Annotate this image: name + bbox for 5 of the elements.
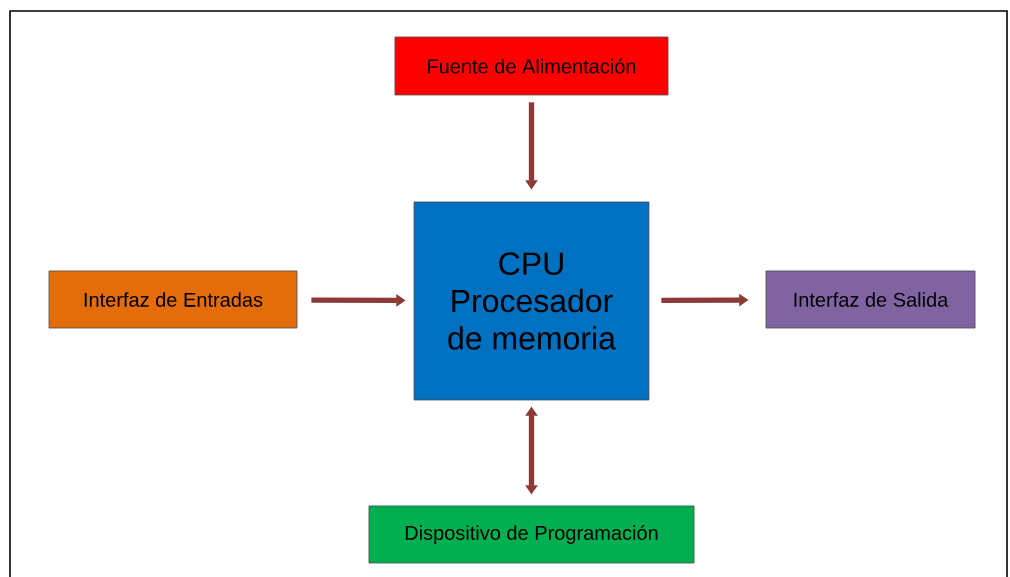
process-box: Dispositivo de Programación: [368, 505, 695, 564]
process-box: Interfaz de Salida: [765, 270, 976, 329]
process-box: Interfaz de Entradas: [48, 270, 298, 329]
process-box: Fuente de Alimentación: [394, 36, 669, 96]
process-box: CPU Procesador de memoria: [413, 201, 650, 401]
